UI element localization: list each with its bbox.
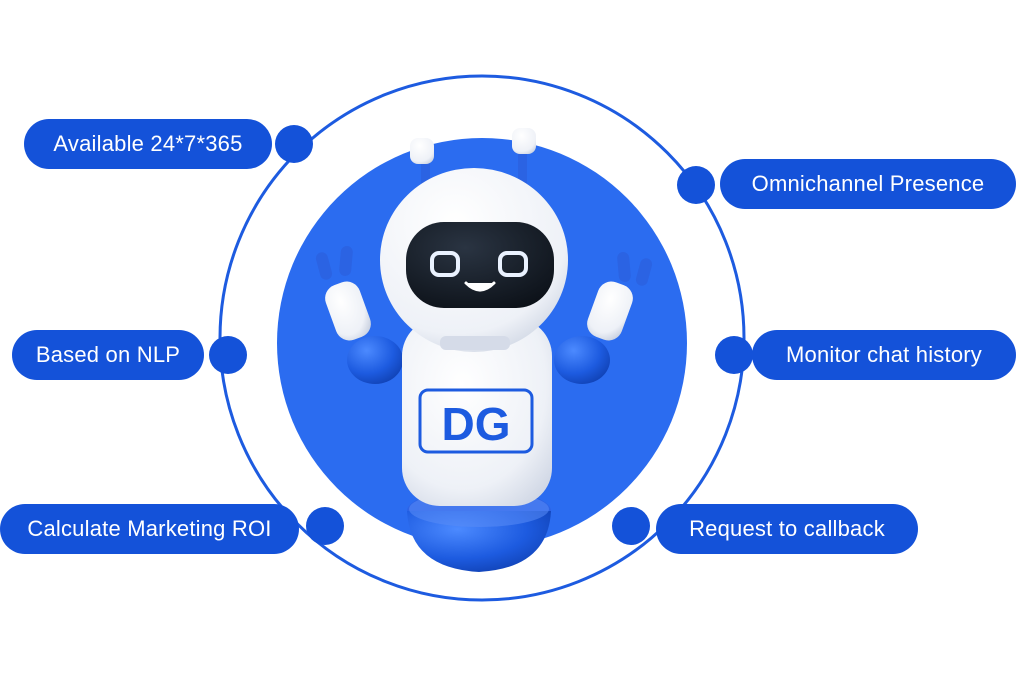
robot-icon: DG bbox=[315, 128, 653, 572]
connector-dot-roi bbox=[306, 507, 344, 545]
connector-dot-omnichannel bbox=[677, 166, 715, 204]
connector-dot-available bbox=[275, 125, 313, 163]
feature-omnichannel-label: Omnichannel Presence bbox=[720, 159, 1016, 209]
feature-callback-label: Request to callback bbox=[656, 504, 918, 554]
feature-monitor-label: Monitor chat history bbox=[752, 330, 1016, 380]
robot-logo: DG bbox=[442, 398, 511, 450]
feature-nlp-label: Based on NLP bbox=[12, 330, 204, 380]
connector-dot-monitor bbox=[715, 336, 753, 374]
connector-dot-nlp bbox=[209, 336, 247, 374]
feature-available-label: Available 24*7*365 bbox=[24, 119, 272, 169]
connector-dot-callback bbox=[612, 507, 650, 545]
feature-roi-label: Calculate Marketing ROI bbox=[0, 504, 299, 554]
